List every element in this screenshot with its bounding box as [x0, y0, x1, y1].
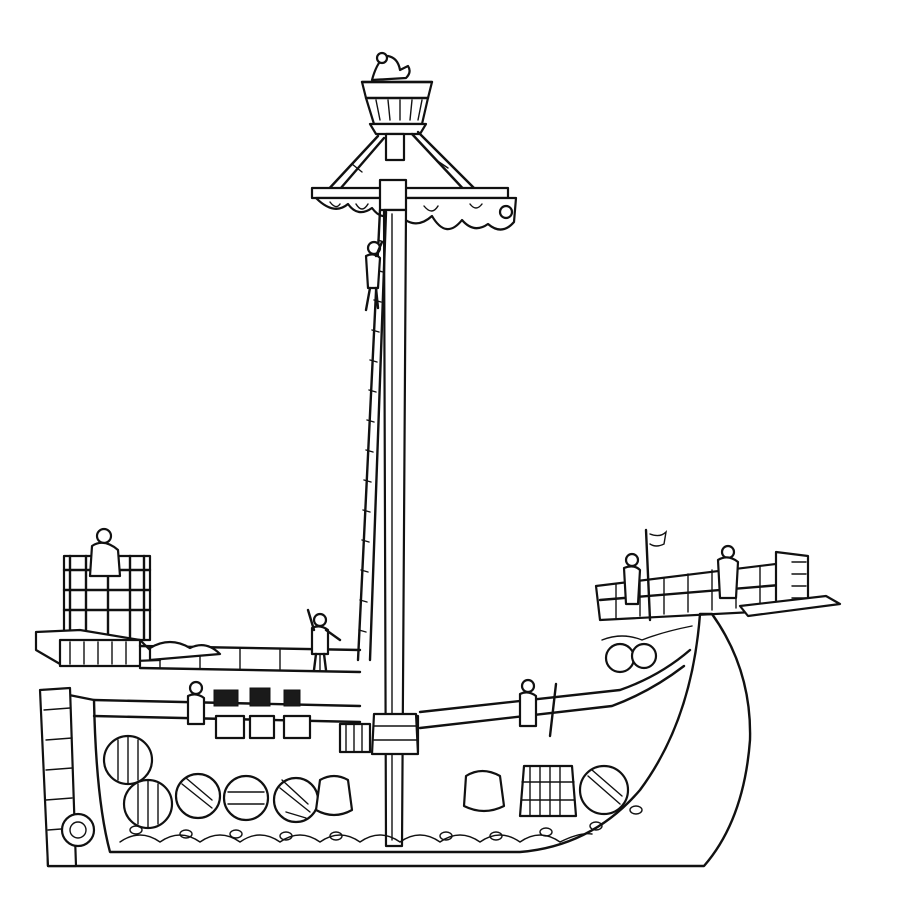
- rudder: [38, 686, 96, 868]
- bow-castle: [594, 528, 842, 622]
- yard-and-furled-sail: [310, 186, 518, 231]
- stern-castle: [34, 527, 162, 668]
- deck-sailor: [306, 608, 342, 672]
- yard-braces: [324, 130, 478, 198]
- main-mast: [378, 132, 408, 848]
- main-deck-rail: [138, 640, 362, 674]
- bow-stores: [601, 625, 693, 674]
- ballast-stones: [119, 805, 643, 843]
- rope-ladder: [356, 208, 388, 662]
- tween-deck-stores: [186, 678, 558, 740]
- crows-nest: [360, 51, 434, 136]
- mast-step: [370, 712, 420, 756]
- climbing-sailor: [364, 240, 384, 312]
